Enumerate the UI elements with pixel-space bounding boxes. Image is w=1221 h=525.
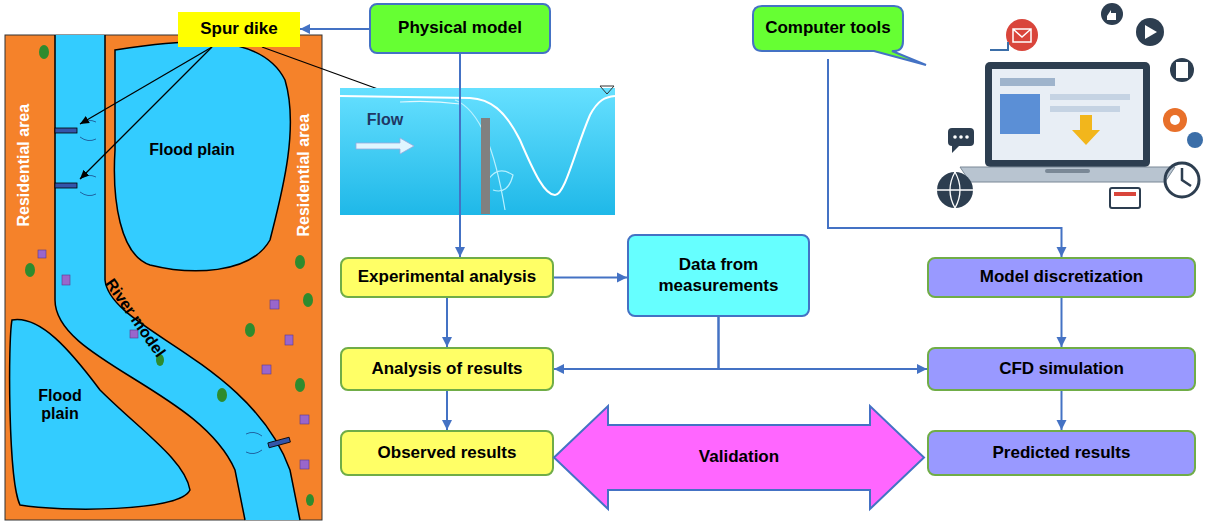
node-text: Data from measurements	[637, 255, 800, 296]
source-box: Physical model	[369, 3, 551, 54]
data-box: Data from measurements	[627, 234, 810, 317]
node-text: Validation	[699, 447, 779, 467]
node-text: Experimental analysis	[358, 267, 537, 287]
process-box: Analysis of results	[340, 347, 554, 391]
node-text: Spur dike	[200, 19, 277, 39]
area-label: Residential area	[15, 55, 33, 275]
node-text: Observed results	[378, 443, 517, 463]
connector-arrow	[446, 391, 448, 430]
node-text: Predicted results	[993, 443, 1131, 463]
computer-illustration	[937, 3, 1203, 208]
connector-arrow	[1061, 298, 1063, 347]
flow-label: Flow	[355, 111, 415, 129]
speech-bubble: Computer tools	[752, 5, 904, 59]
flume-illustration	[340, 86, 615, 215]
connector-arrow	[554, 277, 627, 279]
region-label: Flood plain	[127, 141, 257, 159]
area-label: Residential area	[295, 65, 313, 285]
connector-arrow	[300, 28, 369, 30]
connector-arrow	[459, 54, 461, 257]
result-box: Predicted results	[927, 430, 1196, 476]
connector-arrow	[446, 298, 448, 347]
node-text: Analysis of results	[371, 359, 522, 379]
double-arrow: Validation	[553, 405, 925, 510]
callout-box: Spur dike	[178, 12, 300, 47]
node-text: CFD simulation	[999, 359, 1124, 379]
region-label: Flood plain	[29, 387, 91, 424]
connector-arrow	[1061, 391, 1063, 430]
connector-arrow	[554, 317, 719, 369]
river-label: River model	[90, 259, 180, 376]
process-box: Model discretization	[927, 257, 1196, 298]
result-box: Observed results	[340, 430, 554, 476]
process-box: CFD simulation	[927, 347, 1196, 391]
process-box: Experimental analysis	[340, 257, 554, 298]
connector-arrow	[719, 317, 928, 369]
node-text: Model discretization	[980, 267, 1143, 287]
node-text: Physical model	[398, 18, 522, 38]
node-text: Computer tools	[765, 18, 891, 38]
connector-arrow	[828, 59, 1062, 257]
river-map	[5, 35, 322, 520]
